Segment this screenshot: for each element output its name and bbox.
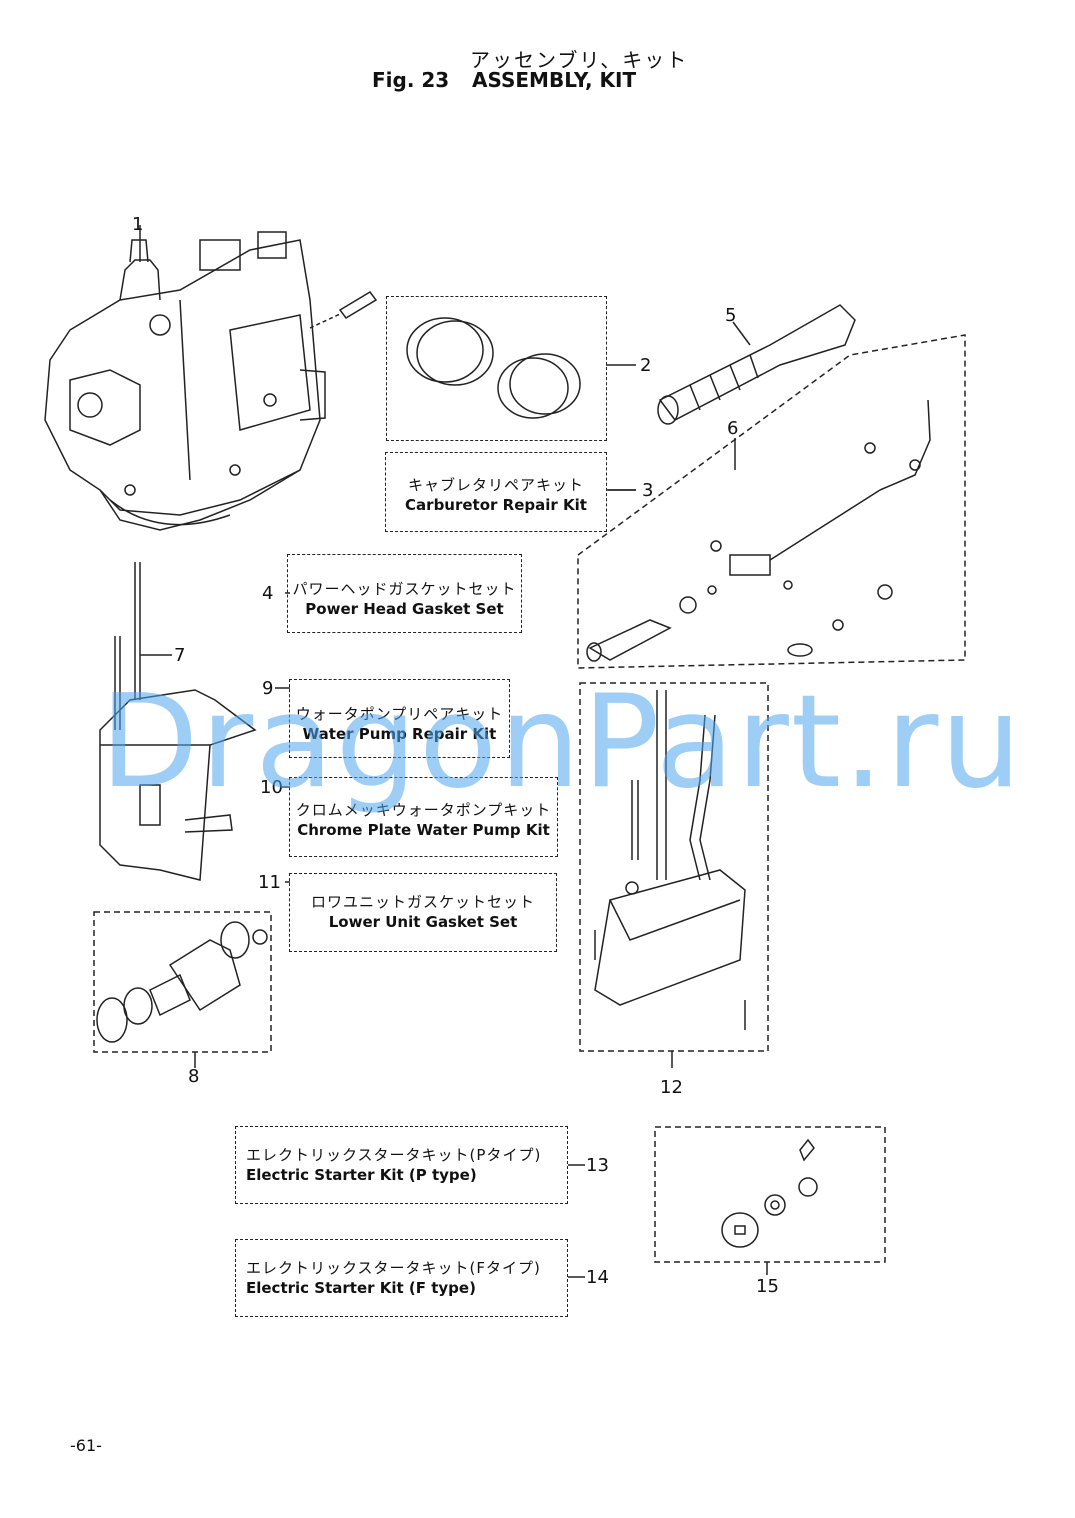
callout-5: 5 bbox=[725, 305, 737, 326]
power-head-gasket-set-box: パワーヘッドガスケットセット Power Head Gasket Set bbox=[287, 554, 522, 633]
throttle-linkage-illustration bbox=[586, 399, 931, 662]
callout-15: 15 bbox=[756, 1276, 779, 1297]
figure-number: Fig. 23 bbox=[372, 68, 450, 92]
callout-12: 12 bbox=[660, 1077, 683, 1098]
water-pump-kit-en: Water Pump Repair Kit bbox=[302, 725, 497, 743]
starter-f-en: Electric Starter Kit (F type) bbox=[246, 1279, 476, 1297]
lower-unit-illustration bbox=[99, 689, 257, 881]
tiller-handle-illustration bbox=[657, 304, 856, 425]
callout-1: 1 bbox=[132, 214, 144, 235]
power-head-illustration bbox=[44, 231, 326, 531]
page-number: -61- bbox=[70, 1436, 102, 1455]
callout-9: 9 bbox=[262, 678, 274, 699]
starter-p-jp: エレクトリックスタータキット(Pタイプ) bbox=[246, 1146, 542, 1164]
watermark: DragonPart.ru bbox=[100, 668, 1024, 817]
water-pump-repair-kit-box: ウォータポンプリペアキット Water Pump Repair Kit bbox=[289, 679, 510, 758]
callout-11: 11 bbox=[258, 872, 281, 893]
lower-unit-gasket-jp: ロワユニットガスケットセット bbox=[310, 893, 535, 911]
chrome-kit-en: Chrome Plate Water Pump Kit bbox=[297, 821, 550, 839]
callout-2: 2 bbox=[640, 355, 652, 376]
lower-unit-gasket-set-box: ロワユニットガスケットセット Lower Unit Gasket Set bbox=[289, 873, 557, 952]
starter-pulley-illustration bbox=[721, 1138, 818, 1248]
callout-4: 4 bbox=[262, 583, 274, 604]
exhaust-plate-illustration bbox=[594, 690, 746, 1030]
carburetor-kit-jp: キャブレタリペアキット bbox=[407, 476, 584, 494]
starter-f-jp: エレクトリックスタータキット(Fタイプ) bbox=[246, 1259, 541, 1277]
title-japanese: アッセンブリ、キット bbox=[470, 48, 689, 72]
electric-starter-kit-p-box: エレクトリックスタータキット(Pタイプ) Electric Starter Ki… bbox=[235, 1126, 568, 1204]
water-pump-kit-jp: ウォータポンプリペアキット bbox=[295, 705, 504, 723]
chrome-kit-jp: クロムメッキウォータポンプキット bbox=[295, 801, 552, 819]
electric-starter-kit-f-box: エレクトリックスタータキット(Fタイプ) Electric Starter Ki… bbox=[235, 1239, 568, 1317]
power-head-gasket-en: Power Head Gasket Set bbox=[305, 600, 504, 618]
lower-unit-gasket-en: Lower Unit Gasket Set bbox=[328, 913, 518, 931]
title-english: ASSEMBLY, KIT bbox=[472, 68, 637, 92]
piston-ring-box bbox=[386, 296, 607, 441]
starter-p-en: Electric Starter Kit (P type) bbox=[246, 1166, 477, 1184]
callout-10: 10 bbox=[260, 777, 283, 798]
callout-14: 14 bbox=[586, 1267, 609, 1288]
chrome-plate-water-pump-kit-box: クロムメッキウォータポンプキット Chrome Plate Water Pump… bbox=[289, 777, 558, 857]
piston-rings-illustration bbox=[406, 317, 581, 419]
callout-13: 13 bbox=[586, 1155, 609, 1176]
carburetor-kit-en: Carburetor Repair Kit bbox=[405, 496, 587, 514]
power-head-gasket-jp: パワーヘッドガスケットセット bbox=[292, 580, 517, 598]
bearing-housing-illustration bbox=[96, 921, 268, 1043]
callout-3: 3 bbox=[642, 480, 654, 501]
callout-8: 8 bbox=[188, 1066, 200, 1087]
callout-6: 6 bbox=[727, 418, 739, 439]
carburetor-repair-kit-box: キャブレタリペアキット Carburetor Repair Kit bbox=[385, 452, 607, 532]
callout-7: 7 bbox=[174, 645, 186, 666]
